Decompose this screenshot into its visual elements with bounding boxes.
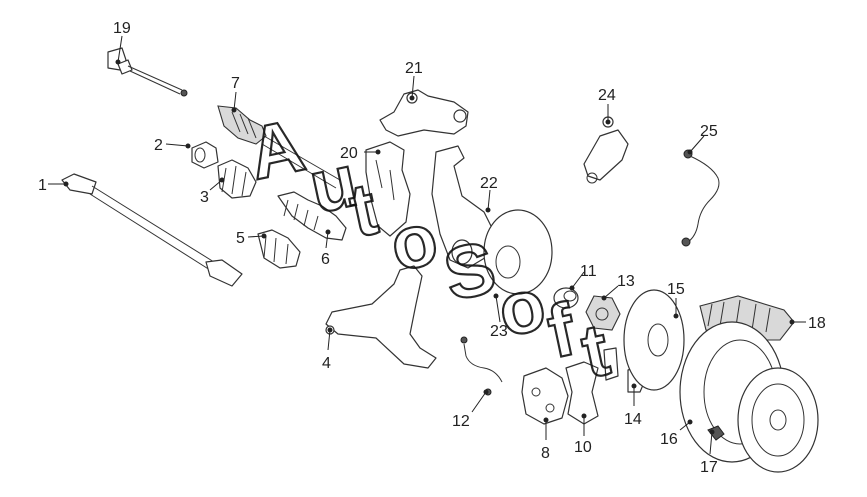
callout-7: 7	[231, 75, 240, 92]
part-3-boot	[217, 159, 257, 199]
callout-24: 24	[598, 87, 616, 104]
callout-10: 10	[574, 439, 592, 456]
callout-14: 14	[624, 411, 642, 428]
part-12-hose	[460, 336, 503, 396]
callout-2: 2	[154, 137, 163, 154]
part-21-upper-arm	[379, 89, 469, 137]
part-20-upright	[365, 141, 411, 237]
callout-leaders	[48, 35, 806, 455]
callout-11: 11	[580, 263, 597, 280]
callout-8: 8	[541, 445, 550, 462]
part-10-bracket	[565, 347, 619, 425]
part-5-boot	[257, 229, 301, 269]
callout-12: 12	[452, 413, 470, 430]
callout-5: 5	[236, 230, 245, 247]
part-22-knuckle	[431, 145, 553, 295]
part-2-bushing	[191, 141, 219, 169]
part-19-sensor-link	[107, 47, 188, 97]
callout-1: 1	[38, 177, 47, 194]
callout-16: 16	[660, 431, 678, 448]
part-16-drum	[679, 321, 819, 473]
callout-19: 19	[113, 20, 131, 37]
watermark: A u t o S o f t	[241, 102, 617, 395]
callout-3: 3	[200, 189, 209, 206]
callout-23: 23	[490, 323, 508, 340]
callout-6: 6	[321, 251, 330, 268]
callout-18: 18	[808, 315, 826, 332]
part-1-long-rod	[61, 173, 243, 287]
part-15-dust-shield	[623, 289, 685, 391]
callout-numbers: 1 2 3 4 5 6 7 8 10 11 12 13 14 15 16 17 …	[38, 20, 826, 476]
part-8-caliper	[521, 367, 569, 425]
callout-15: 15	[667, 281, 685, 298]
part-25-sensor-wire	[681, 149, 720, 247]
callout-13: 13	[617, 273, 635, 290]
callout-20: 20	[340, 145, 358, 162]
callout-17: 17	[700, 459, 718, 476]
part-13-bearing	[585, 295, 621, 331]
part-24-link	[583, 116, 629, 184]
callout-4: 4	[322, 355, 331, 372]
callout-25: 25	[700, 123, 718, 140]
callout-22: 22	[480, 175, 498, 192]
callout-21: 21	[405, 60, 423, 77]
part-11-bushing	[553, 287, 579, 309]
part-7-drive-shaft	[217, 105, 341, 189]
part-6-joint	[277, 191, 347, 241]
